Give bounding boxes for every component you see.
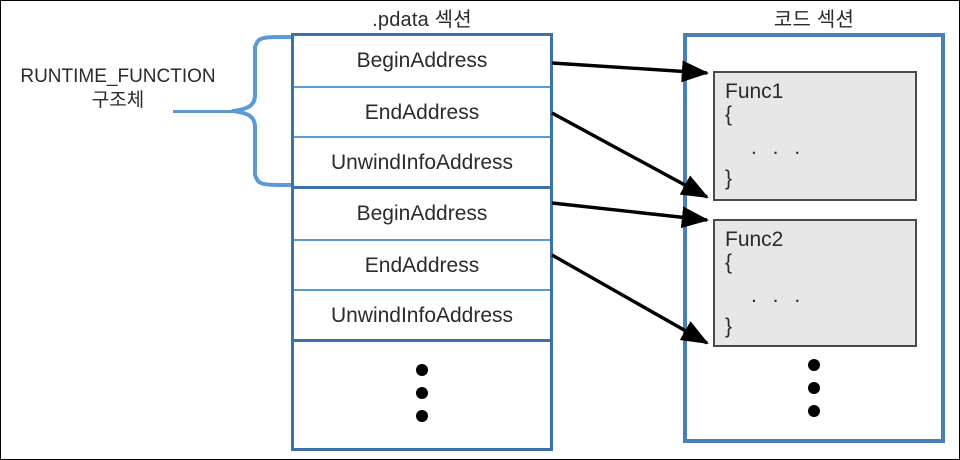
field-unwind-info-address: UnwindInfoAddress: [294, 289, 550, 339]
function-block-func1: Func1 { . . . }: [713, 71, 917, 201]
pdata-continuation-box: [291, 339, 553, 451]
pdata-table: BeginAddress EndAddress UnwindInfoAddres…: [291, 33, 553, 451]
annotation-leader-line: [173, 110, 235, 113]
annotation-line-1: RUNTIME_FUNCTION: [20, 66, 216, 87]
function-block-func2: Func2 { . . . }: [713, 219, 917, 347]
field-unwind-info-address: UnwindInfoAddress: [294, 136, 550, 186]
function-body-ellipsis: . . .: [751, 136, 806, 159]
function-name: Func1: [725, 80, 784, 103]
code-section-box: Func1 { . . . } Func2 { . . . }: [683, 33, 945, 443]
function-open-brace: {: [725, 251, 733, 274]
runtime-function-entry-1: BeginAddress EndAddress UnwindInfoAddres…: [291, 33, 553, 189]
annotation-line-2: 구조체: [91, 89, 145, 111]
pdata-section-title: .pdata 섹션: [372, 9, 472, 31]
code-section-title: 코드 섹션: [773, 9, 855, 31]
field-end-address: EndAddress: [294, 239, 550, 289]
runtime-function-annotation: RUNTIME_FUNCTION 구조체: [7, 65, 229, 113]
field-end-address: EndAddress: [294, 86, 550, 136]
curly-brace-icon: [231, 35, 295, 187]
vertical-ellipsis-icon: [808, 359, 820, 417]
function-close-brace: }: [725, 315, 733, 338]
vertical-ellipsis-icon: [416, 364, 428, 422]
field-begin-address: BeginAddress: [356, 202, 488, 225]
function-body-ellipsis: . . .: [751, 284, 806, 307]
function-open-brace: {: [725, 103, 733, 126]
field-begin-address: BeginAddress: [356, 49, 488, 72]
function-name: Func2: [725, 228, 784, 251]
function-close-brace: }: [725, 167, 733, 190]
runtime-function-entry-2: BeginAddress EndAddress UnwindInfoAddres…: [291, 186, 553, 342]
